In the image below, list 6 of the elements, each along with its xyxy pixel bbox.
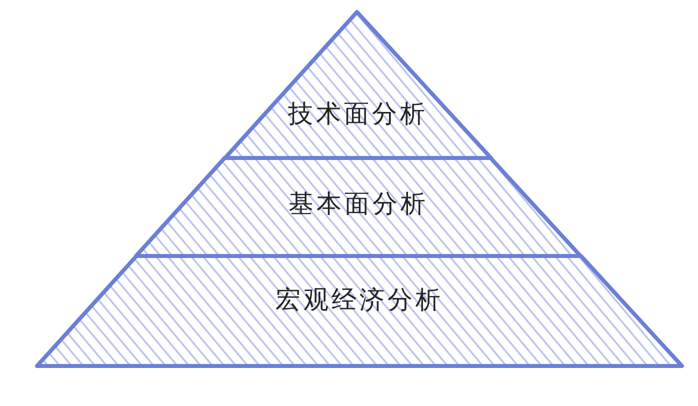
pyramid-tier	[37, 256, 682, 366]
tier-label: 基本面分析	[288, 189, 429, 218]
pyramid-tier	[136, 158, 581, 256]
tier-label: 技术面分析	[288, 99, 428, 128]
pyramid-tier	[225, 12, 492, 158]
tier-label: 宏观经济分析	[276, 285, 444, 314]
